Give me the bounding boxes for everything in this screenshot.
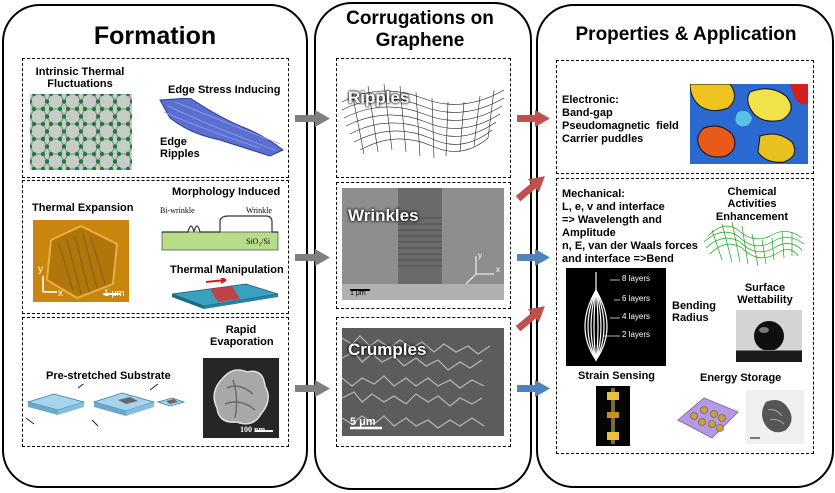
mechanical-box [556, 178, 814, 454]
morphology-diagram [158, 198, 280, 254]
rapid-evaporation-scale: 100 nm [240, 425, 266, 434]
mechanical-line-4: n, E, van der Waals forces [562, 240, 698, 252]
layers-4-label: 4 layers [622, 312, 651, 321]
morphology-induced-label: Morphology Induced [172, 186, 281, 198]
ripples-box [336, 58, 511, 178]
crumples-scale: 5 μm [350, 416, 376, 428]
thermal-expansion-scale: 1 μm [104, 288, 125, 298]
energy-storage-image-1 [674, 390, 744, 444]
prestretched-substrate-image [26, 384, 186, 434]
formation-box-3 [22, 317, 289, 447]
carrier-puddles-map [690, 84, 808, 164]
droplet-image [736, 310, 802, 362]
formation-title: Formation [93, 22, 217, 50]
rapid-evaporation-image [203, 358, 279, 438]
formation-box-1 [22, 58, 289, 178]
strain-sensing-label: Strain Sensing [578, 370, 656, 382]
wrinkles-box [336, 182, 511, 309]
mechanical-line-2: => Wavelength and [562, 214, 662, 226]
layers-6-label: 6 layers [622, 294, 651, 303]
chemical-activities-label: Chemical Activities Enhancement [715, 186, 789, 223]
electronic-line-1: Band-gap [562, 107, 613, 119]
properties-title: Properties & Application [575, 24, 797, 45]
electronic-line-2: Pseudomagnetic field [562, 120, 679, 132]
mechanical-heading: Mechanical: [562, 188, 625, 200]
surface-wettability-label: Surface Wettability [737, 282, 793, 307]
electronic-heading: Electronic: [562, 94, 619, 106]
wrinkles-axis-x: x [496, 265, 500, 274]
bending-radius-label: Bending Radius [672, 300, 716, 325]
edge-ripple-sheet-image [150, 98, 285, 158]
thermal-manipulation-label: Thermal Manipulation [170, 264, 284, 276]
bending-layers-image [566, 268, 666, 366]
wrinkles-axis-y: y [478, 251, 482, 260]
electronic-line-3: Carrier puddles [562, 133, 644, 145]
ripples-label: Ripples [348, 88, 410, 107]
strain-sensor-image [596, 386, 630, 446]
crumples-label: Crumples [348, 340, 427, 359]
layers-2-label: 2 layers [622, 330, 651, 339]
energy-storage-label: Energy Storage [700, 372, 782, 384]
edge-stress-label: Edge Stress Inducing [168, 84, 281, 96]
bi-wrinkle-label: Bi-wrinkle [160, 206, 195, 215]
mechanical-line-3: Amplitude [562, 227, 616, 239]
thermal-expansion-label: Thermal Expansion [32, 202, 134, 214]
electronic-box [556, 60, 814, 174]
ripples-mesh-image [342, 72, 504, 168]
wrinkles-label: Wrinkles [348, 206, 419, 225]
thermal-manipulation-image [166, 278, 284, 310]
layers-8-label: 8 layers [622, 274, 651, 283]
edge-ripples-label: Edge Ripples [160, 136, 200, 161]
mechanical-line-1: L, e, v and interface [562, 201, 665, 213]
rapid-evaporation-label: Rapid Evaporation [210, 324, 274, 349]
thermal-expansion-image [33, 220, 129, 302]
crumples-sem-image [342, 328, 504, 436]
formation-box-2 [22, 180, 289, 314]
substrate-label: SiO₂/Si [246, 237, 271, 246]
thermal-fluctuation-label: Intrinsic Thermal Fluctuations [35, 66, 125, 91]
wrinkle-label: Wrinkle [246, 206, 272, 215]
energy-storage-image-2 [746, 390, 804, 444]
chemical-mesh-image [702, 212, 806, 268]
crumples-box [336, 317, 511, 447]
graphene-lattice-image [30, 94, 132, 170]
corrugations-title: Corrugations on Graphene [346, 8, 494, 51]
wrinkles-sem-image [342, 188, 504, 300]
prestretched-substrate-label: Pre-stretched Substrate [46, 370, 171, 382]
axis-y-label: y [38, 264, 43, 275]
axis-x-label: x [58, 288, 63, 299]
wrinkles-scale: 1 μm [350, 290, 366, 297]
mechanical-line-5: and interface =>Bend [562, 253, 674, 265]
